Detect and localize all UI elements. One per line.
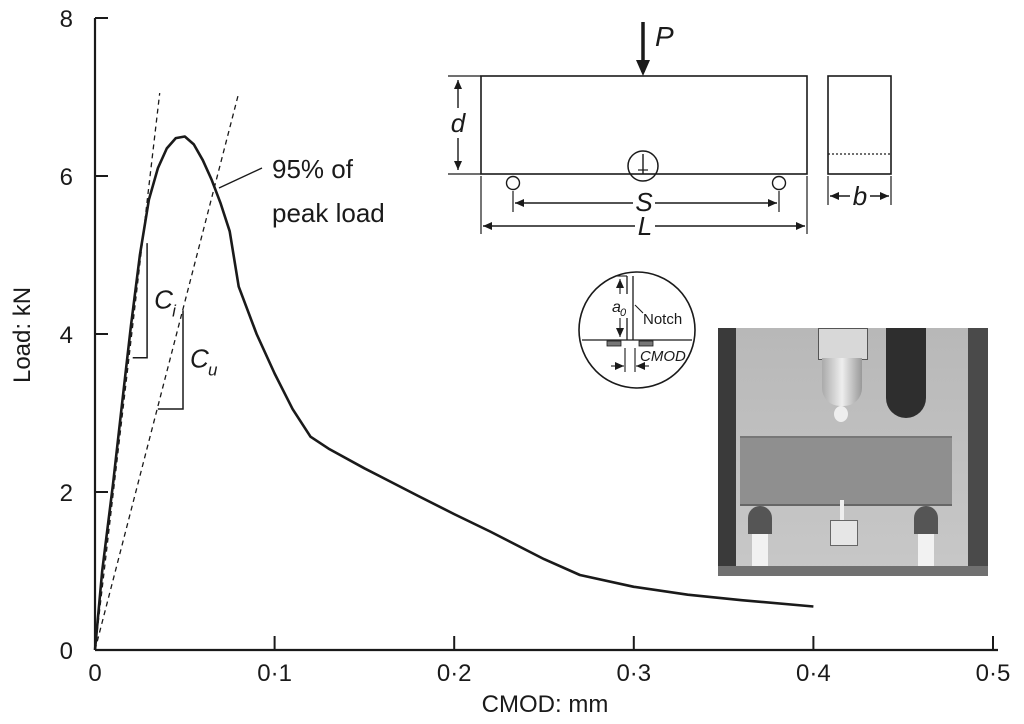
gauge-clip-right [638,340,654,347]
x-tick-label-4: 0·4 [796,660,831,687]
x-tick-label-0: 0 [88,660,101,687]
x-tick-label-1: 0·1 [257,660,292,687]
notch-pointer [634,304,644,314]
photo-loading-head [822,358,862,406]
load-label: P [655,21,674,52]
annotation-line-1: 95% of [272,154,354,184]
depth-label: d [451,108,467,138]
notch-detail: a 0 Notch CMOD [578,271,696,389]
y-tick-label-3: 6 [60,164,73,191]
notch-circle [627,150,659,182]
series-line-1 [94,93,161,651]
compliance-bracket-0 [132,243,148,359]
photo-beam-specimen [740,436,952,506]
length-label: L [638,211,652,241]
support-left [505,175,521,191]
annotation-leader [218,167,263,189]
y-axis-label: Load: kN [9,287,36,383]
photo-base [718,566,988,576]
compliance-label-0: C [154,284,173,314]
load-arrow-head [636,60,650,76]
gauge-clip-left [606,340,622,347]
y-tick-label-0: 0 [60,638,73,665]
series-line-2 [94,92,240,651]
photo-frame-left [718,328,736,576]
depth-label-bg [445,108,471,138]
y-tick-label-2: 4 [60,322,73,349]
tick-labels: 0 0·1 0·2 0·3 0·4 0·5 0 2 4 6 8 [60,6,1011,687]
span-label-bg [633,190,655,214]
photo-support-right [914,506,938,534]
cmod-label: CMOD [640,348,686,365]
width-label: b [853,181,867,211]
x-tick-label-5: 0·5 [976,660,1011,687]
support-right [771,175,787,191]
photo-load-cell [818,328,868,360]
series-line-0 [93,135,814,651]
compliance-subscript-0: i [172,301,177,320]
annotation-line-2: peak load [272,198,385,228]
photo-clip-gauge [830,520,858,546]
notch-label: Notch [643,311,682,328]
tick-marks [95,17,994,650]
x-tick-label-3: 0·3 [616,660,651,687]
series-group [93,92,814,651]
notch-detail-circle [578,271,696,389]
y-tick-label-1: 2 [60,480,73,507]
width-label-bg [850,184,870,208]
photo-notch-gauge [840,500,844,522]
span-label: S [635,187,653,217]
x-axis-label: CMOD: mm [482,691,609,718]
test-setup-photo [718,328,988,576]
length-label-bg [635,214,655,238]
photo-support-left [748,506,772,534]
compliance-subscript-1: u [208,361,218,380]
notch-depth-subscript: 0 [620,307,627,319]
photo-support-left-post [752,534,768,574]
photo-support-right-post [918,534,934,574]
beam-diagram: P d S L b [445,21,892,241]
beam-cross-section [827,75,892,175]
photo-load-pin [834,406,848,422]
photo-frame-right [968,328,988,576]
y-tick-label-4: 8 [60,6,73,33]
x-tick-label-2: 0·2 [437,660,472,687]
compliance-label-1: C [190,344,209,374]
photo-dark-fixture [886,328,926,418]
notch-depth-label: a [612,299,621,316]
peak-load-annotation: 95% of peak load [218,154,385,228]
beam-side-view [480,75,808,175]
notch-depth-label-bg [606,294,628,318]
compliance-bracket-1 [157,310,184,410]
